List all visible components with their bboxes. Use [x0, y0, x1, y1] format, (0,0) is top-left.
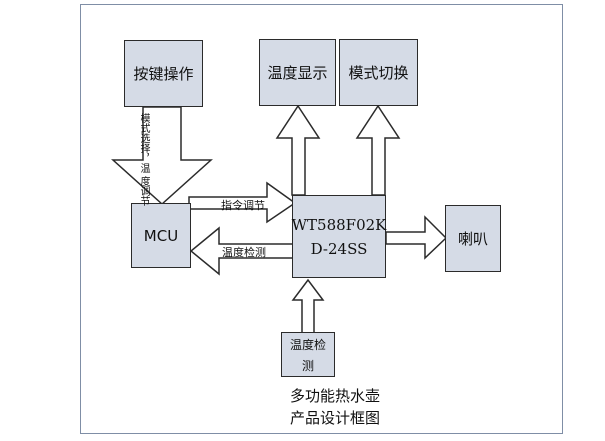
mcu-to-chip-arrow — [188, 181, 297, 224]
temp-sensor-label-line1: 温度检 — [289, 337, 326, 352]
chip-to-mode-switch-arrow — [355, 104, 401, 196]
mcu-label: MCU — [143, 226, 179, 245]
chip-to-temp-display-arrow — [275, 104, 321, 196]
mode-switch-block: 模式切换 — [339, 39, 418, 106]
diagram-caption-line1: 多功能热水壶 — [289, 387, 380, 405]
chip-label-line2: D-24SS — [310, 239, 368, 258]
temp-sensor-label-line2: 测 — [301, 358, 314, 373]
keys-block: 按键操作 — [124, 40, 203, 107]
instruction-label: 指令调节 — [221, 199, 265, 212]
chip-to-speaker-arrow — [385, 215, 448, 260]
diagram-frame — [80, 4, 563, 434]
temp-display-label: 温度显示 — [267, 64, 328, 82]
chip-to-mcu-arrow — [189, 226, 296, 276]
keys-to-mcu-label-line2: 度调节 — [138, 176, 149, 207]
chip-block: WT588F02K D-24SS — [292, 195, 386, 278]
keys-block-label: 按键操作 — [133, 65, 194, 83]
keys-to-mcu-arrow — [111, 106, 213, 206]
keys-to-mcu-label-line1: 模式选择，温 — [138, 113, 149, 173]
temp-detect-label: 温度检测 — [222, 246, 266, 259]
mcu-block: MCU — [131, 203, 191, 268]
keys-to-mcu-label: 模式选择，温 度调节 — [135, 113, 151, 206]
mode-switch-label: 模式切换 — [348, 64, 409, 82]
chip-label-line1: WT588F02K — [291, 215, 387, 234]
temp-display-block: 温度显示 — [259, 39, 336, 106]
speaker-label: 喇叭 — [457, 230, 488, 248]
sensor-to-chip-arrow — [291, 278, 325, 334]
temp-sensor-block: 温度检 测 — [281, 332, 335, 377]
diagram-caption-line2: 产品设计框图 — [289, 409, 380, 427]
speaker-block: 喇叭 — [445, 205, 501, 272]
